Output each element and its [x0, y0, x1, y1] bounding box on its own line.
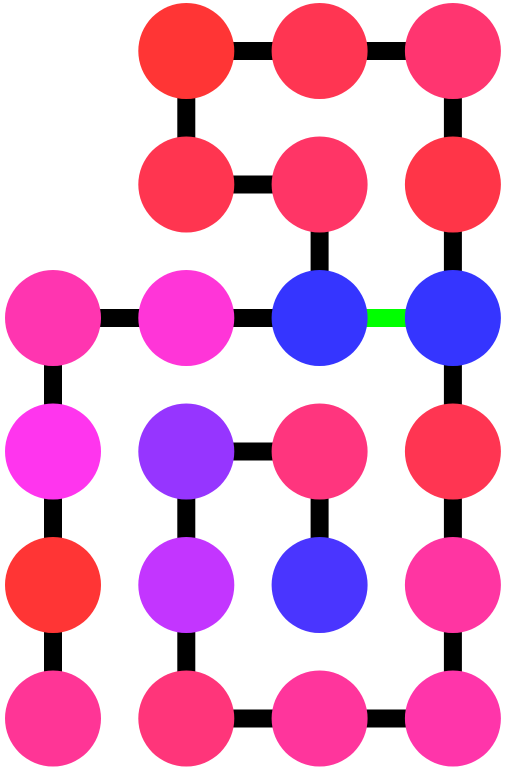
node-r4c2[interactable]	[271, 537, 368, 633]
node-r3c3[interactable]	[404, 403, 501, 500]
node-r0c3[interactable]	[404, 3, 501, 99]
node-r0c2[interactable]	[271, 3, 368, 99]
node-r5c2[interactable]	[271, 670, 368, 767]
node-r5c0[interactable]	[5, 670, 101, 767]
node-r0c1[interactable]	[138, 3, 235, 99]
node-r4c3[interactable]	[404, 537, 501, 633]
node-r2c0[interactable]	[5, 270, 101, 366]
node-layer	[5, 3, 501, 767]
node-r1c3[interactable]	[404, 136, 501, 233]
node-r3c2[interactable]	[271, 403, 368, 500]
node-r3c1[interactable]	[138, 403, 235, 500]
node-r2c2[interactable]	[271, 270, 368, 366]
node-r5c3[interactable]	[404, 670, 501, 767]
node-r4c1[interactable]	[138, 537, 235, 633]
node-r1c2[interactable]	[271, 136, 368, 233]
node-r2c3[interactable]	[404, 270, 501, 366]
node-r2c1[interactable]	[138, 270, 235, 366]
node-r3c0[interactable]	[5, 403, 101, 500]
node-r1c1[interactable]	[138, 136, 235, 233]
node-r4c0[interactable]	[5, 537, 101, 633]
node-r5c1[interactable]	[138, 670, 235, 767]
